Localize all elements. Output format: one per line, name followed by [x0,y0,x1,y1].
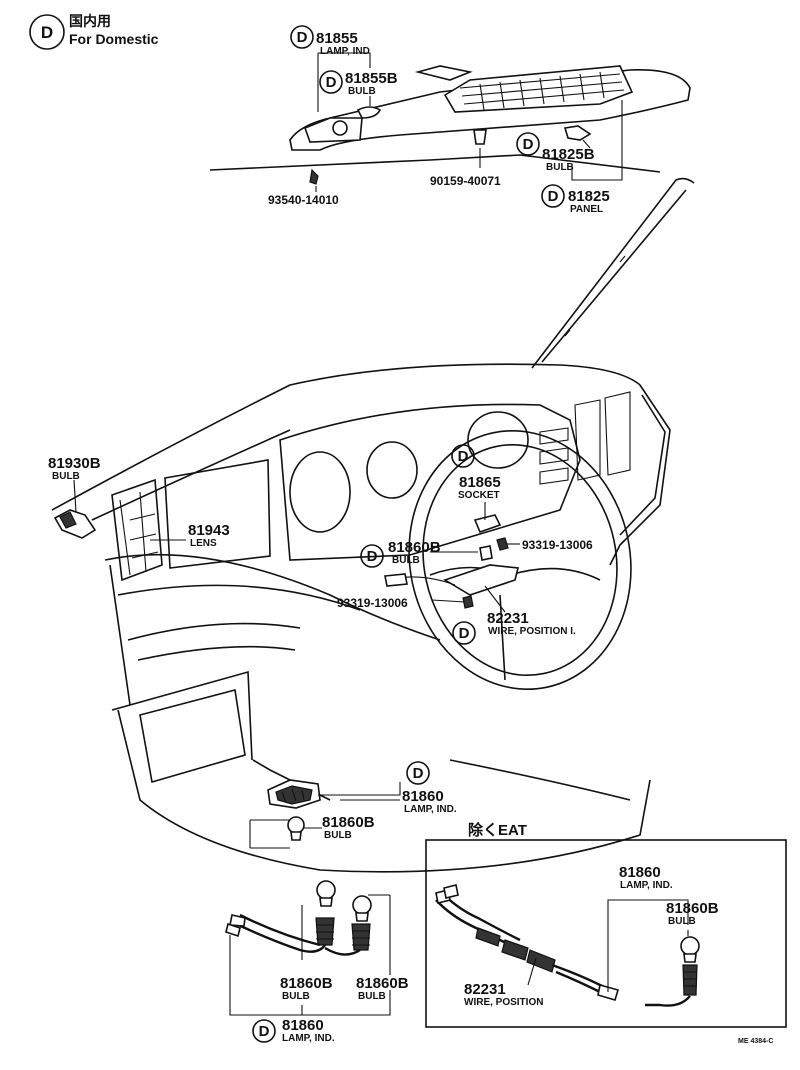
domestic-badge-icon: D [452,621,476,645]
svg-text:93319-13006: 93319-13006 [522,538,593,552]
label-81860-a: 81860 LAMP, IND. [402,788,457,815]
svg-text:D: D [326,74,337,91]
svg-text:BULB: BULB [324,830,352,841]
svg-text:81860: 81860 [282,1017,324,1034]
label-81855b: 81855B BULB [345,70,398,97]
svg-text:81860B: 81860B [280,975,333,992]
svg-text:D: D [458,448,469,465]
leaders-dashboard [73,479,520,613]
svg-text:93319-13006: 93319-13006 [337,596,408,610]
domestic-badge-icon: D [516,132,540,156]
legend: D 国内用 For Domestic [29,13,159,50]
svg-text:D: D [367,548,378,565]
svg-text:BULB: BULB [52,471,80,482]
domestic-badge-icon: D [406,761,430,785]
label-81860-b: 81860 LAMP, IND. [282,1017,335,1044]
dashboard-drawing [51,177,695,873]
domestic-badge-icon: D [360,544,384,568]
svg-text:82231: 82231 [464,981,506,998]
label-93319b: 93319-13006 [337,596,408,610]
svg-text:BULB: BULB [348,86,376,97]
label-90159: 90159-40071 [430,174,501,188]
svg-text:81860B: 81860B [666,900,719,917]
svg-text:81825: 81825 [568,188,610,205]
label-81860b-a: 81860B BULB [388,539,441,566]
footer-code: ME 4384-C [738,1038,773,1045]
svg-text:LENS: LENS [190,538,217,549]
svg-text:BULB: BULB [546,162,574,173]
label-81860b-c: 81860B BULB [280,975,333,1002]
legend-english: For Domestic [69,31,159,47]
svg-text:93540-14010: 93540-14010 [268,193,339,207]
svg-text:BULB: BULB [358,991,386,1002]
svg-text:81860: 81860 [402,788,444,805]
domestic-badge-icon [29,14,65,50]
svg-text:D: D [259,1023,270,1040]
domestic-badge-icon: D [290,25,314,49]
legend-japanese: 国内用 [69,13,111,29]
svg-text:D: D [523,136,534,153]
label-82231-b: 82231 WIRE, POSITION [464,981,543,1008]
badge-letter: D [41,23,53,42]
leaders-top [315,52,623,192]
svg-text:PANEL: PANEL [570,204,603,215]
svg-text:LAMP, IND.: LAMP, IND. [282,1033,335,1044]
label-81865: 81865 SOCKET [458,474,501,501]
svg-text:82231: 82231 [487,610,529,627]
svg-text:BULB: BULB [282,991,310,1002]
svg-text:D: D [297,29,308,46]
svg-text:81860B: 81860B [322,814,375,831]
label-81860b-d: 81860B BULB [356,975,409,1002]
svg-text:81865: 81865 [459,474,501,491]
dashboard-parts [53,509,519,609]
label-81930b: 81930B BULB [48,455,101,482]
svg-text:81855B: 81855B [345,70,398,87]
svg-text:81860B: 81860B [356,975,409,992]
svg-text:D: D [548,188,559,205]
domestic-badge-icon: D [319,70,343,94]
svg-text:BULB: BULB [392,555,420,566]
label-82231-a: 82231 WIRE, POSITION I. [487,610,576,637]
domestic-badge-icon: D [451,444,475,468]
lower-lamp-drawing [249,779,401,849]
svg-text:81930B: 81930B [48,455,101,472]
overhead-console-drawing [209,65,691,185]
svg-text:SOCKET: SOCKET [458,490,500,501]
inset-box: 除くEAT [425,821,787,1028]
label-93540: 93540-14010 [268,193,339,207]
label-93319a: 93319-13006 [522,538,593,552]
label-81943: 81943 LENS [188,522,230,549]
bottom-left-harness-drawing [225,880,391,1016]
svg-text:D: D [413,765,424,782]
label-81860-c: 81860 LAMP, IND. [619,864,673,891]
label-81855: 81855 LAMP, IND [316,30,370,57]
svg-text:LAMP, IND.: LAMP, IND. [620,880,673,891]
part-labels: 81855 LAMP, IND 81855B BULB 81825B BULB … [48,30,719,1044]
domestic-badge-icon: D [541,184,565,208]
svg-text:BULB: BULB [668,916,696,927]
domestic-badge-icon: D [252,1019,276,1043]
svg-text:81860B: 81860B [388,539,441,556]
svg-text:LAMP, IND.: LAMP, IND. [404,804,457,815]
svg-text:LAMP, IND: LAMP, IND [320,46,370,57]
label-81825: 81825 PANEL [568,188,610,215]
inset-title: 除くEAT [468,821,527,839]
svg-text:81855: 81855 [316,30,358,47]
svg-text:WIRE, POSITION I.: WIRE, POSITION I. [488,626,576,637]
svg-text:D: D [459,625,470,642]
svg-text:81825B: 81825B [542,146,595,163]
d-badges: D D D D D D D D D [252,25,565,1043]
svg-text:WIRE, POSITION: WIRE, POSITION [464,997,543,1008]
svg-text:81943: 81943 [188,522,230,539]
label-81860b-e: 81860B BULB [666,900,719,927]
label-81860b-b: 81860B BULB [322,814,375,841]
svg-text:81860: 81860 [619,864,661,881]
label-81825b: 81825B BULB [542,146,595,173]
svg-text:90159-40071: 90159-40071 [430,174,501,188]
